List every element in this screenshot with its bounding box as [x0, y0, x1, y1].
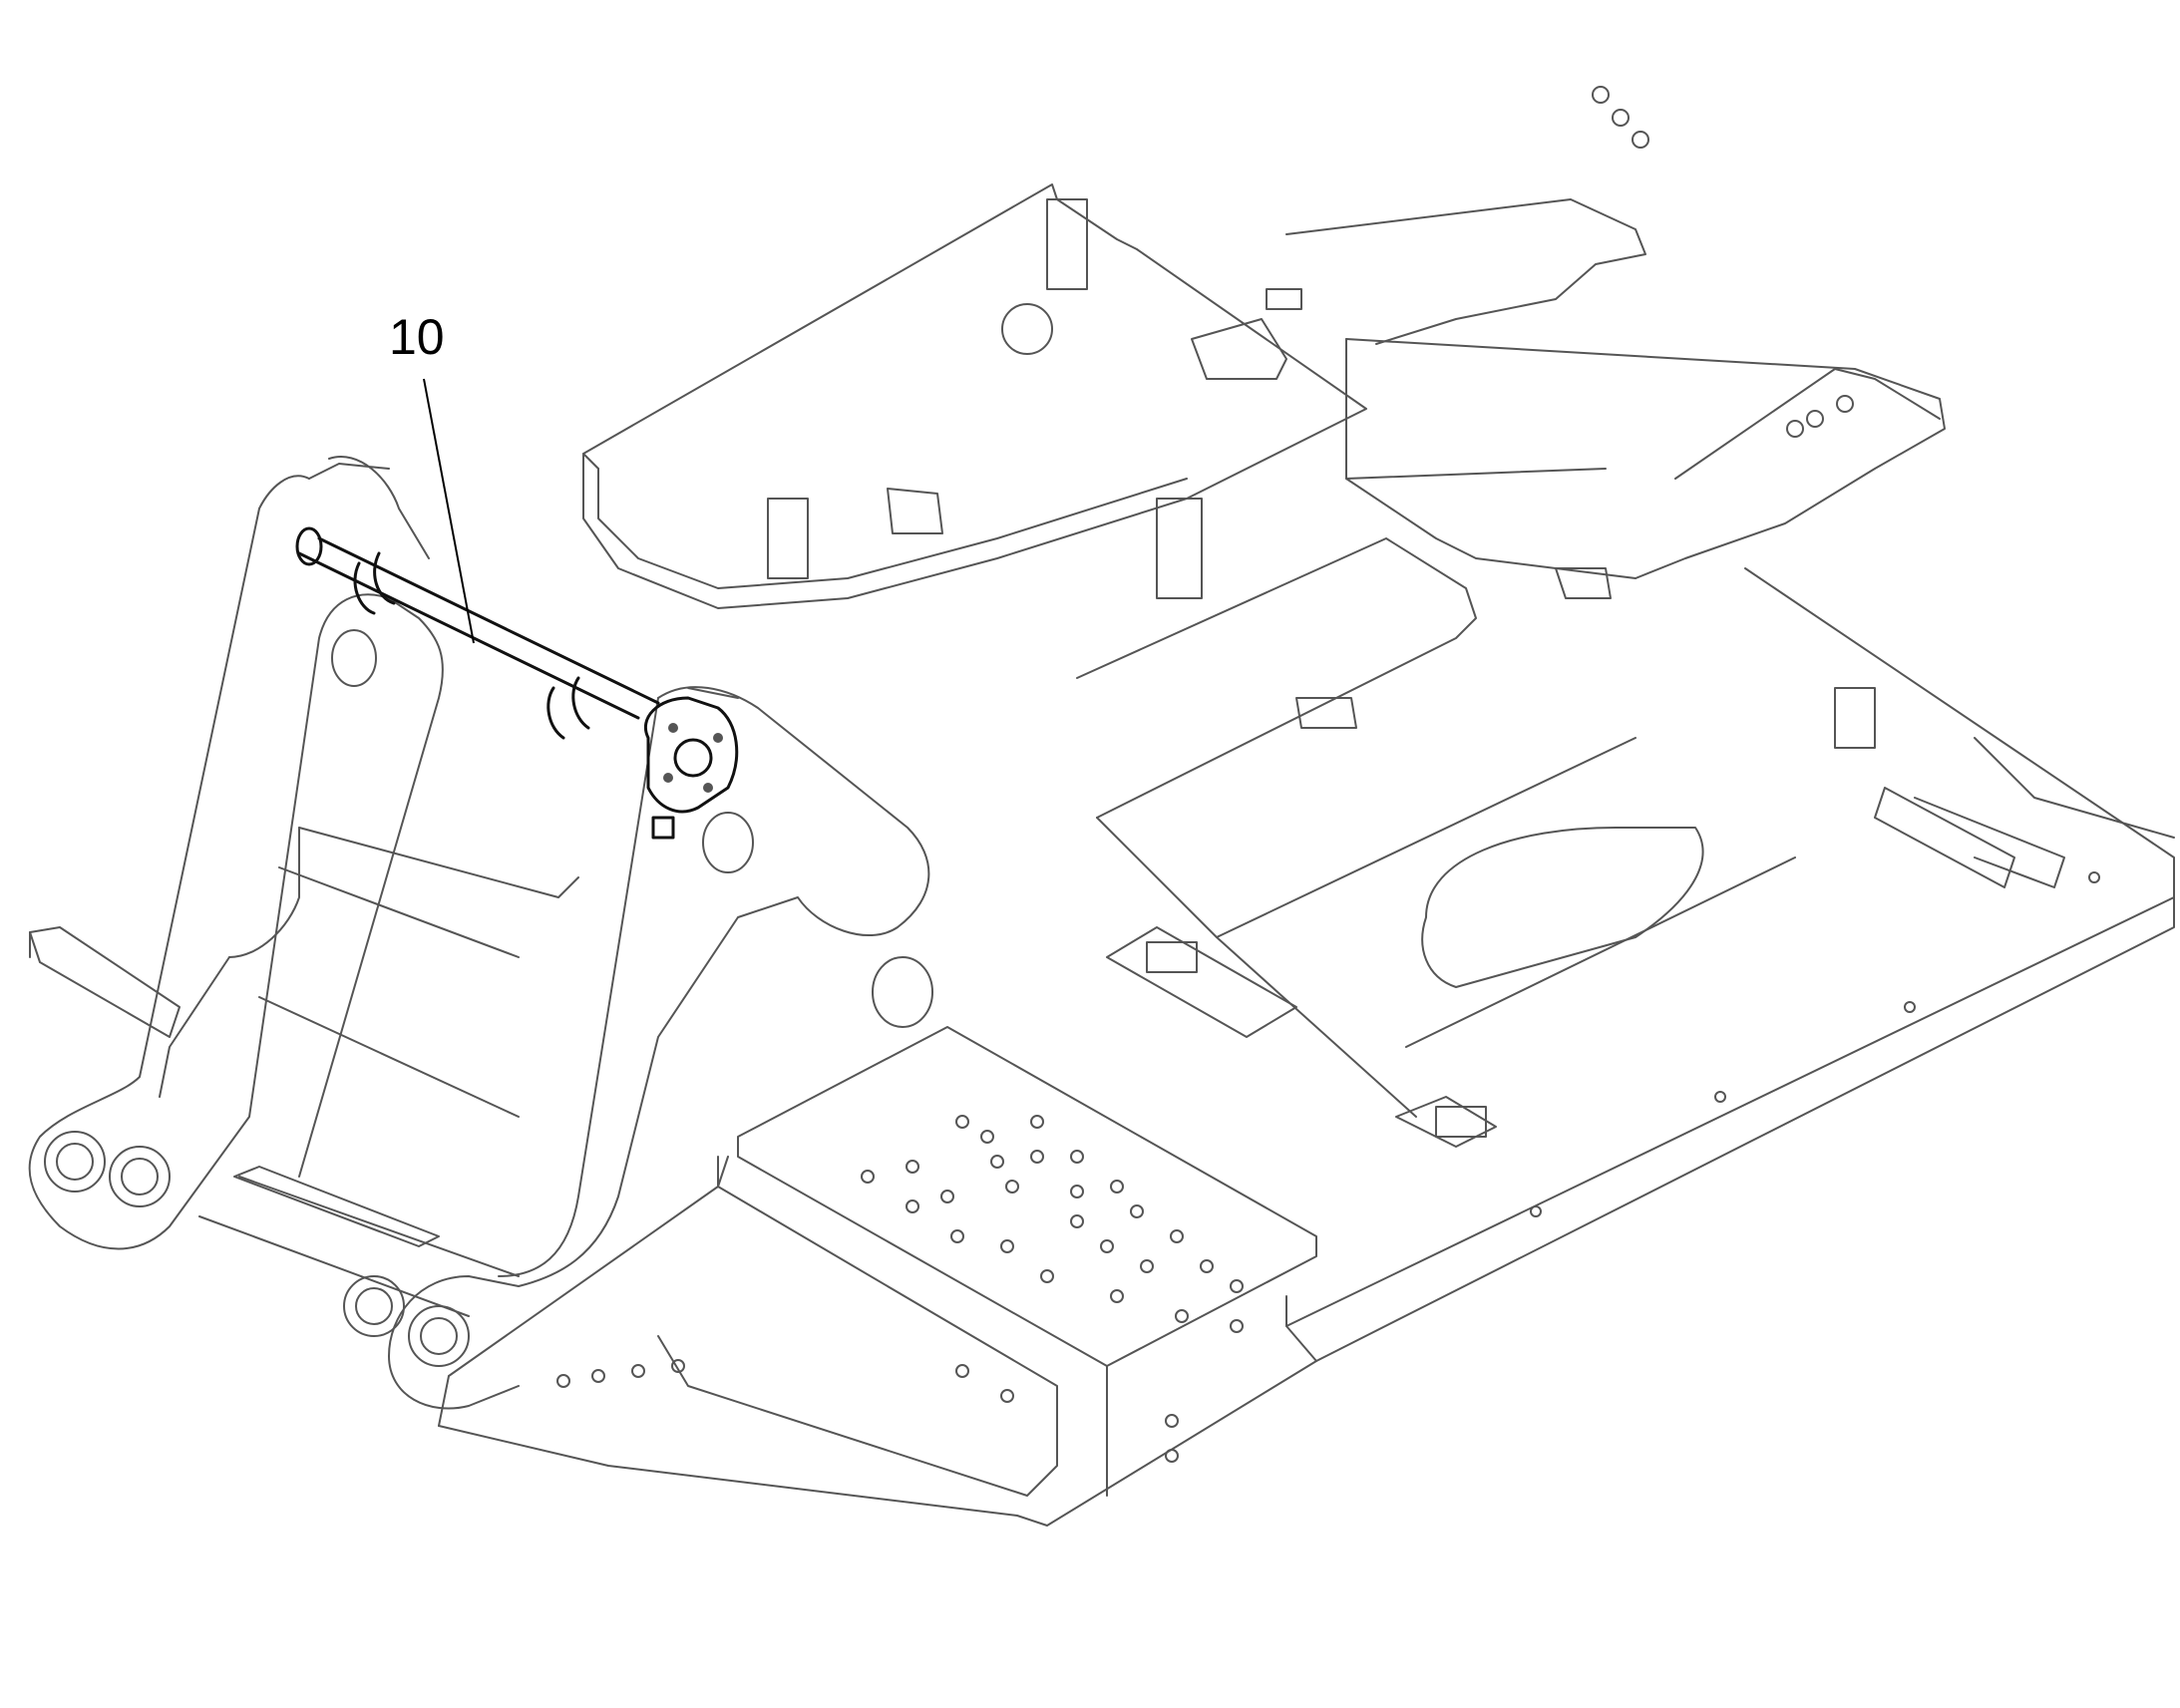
- foot-plate-holes: [556, 871, 2100, 1463]
- callout-10: 10: [389, 309, 475, 644]
- pin-part-10[interactable]: [295, 526, 739, 840]
- callout-label: 10: [389, 309, 445, 365]
- callout-leader-line: [423, 378, 475, 644]
- loader-tower: [28, 456, 933, 1410]
- rear-frame: [438, 86, 2175, 1527]
